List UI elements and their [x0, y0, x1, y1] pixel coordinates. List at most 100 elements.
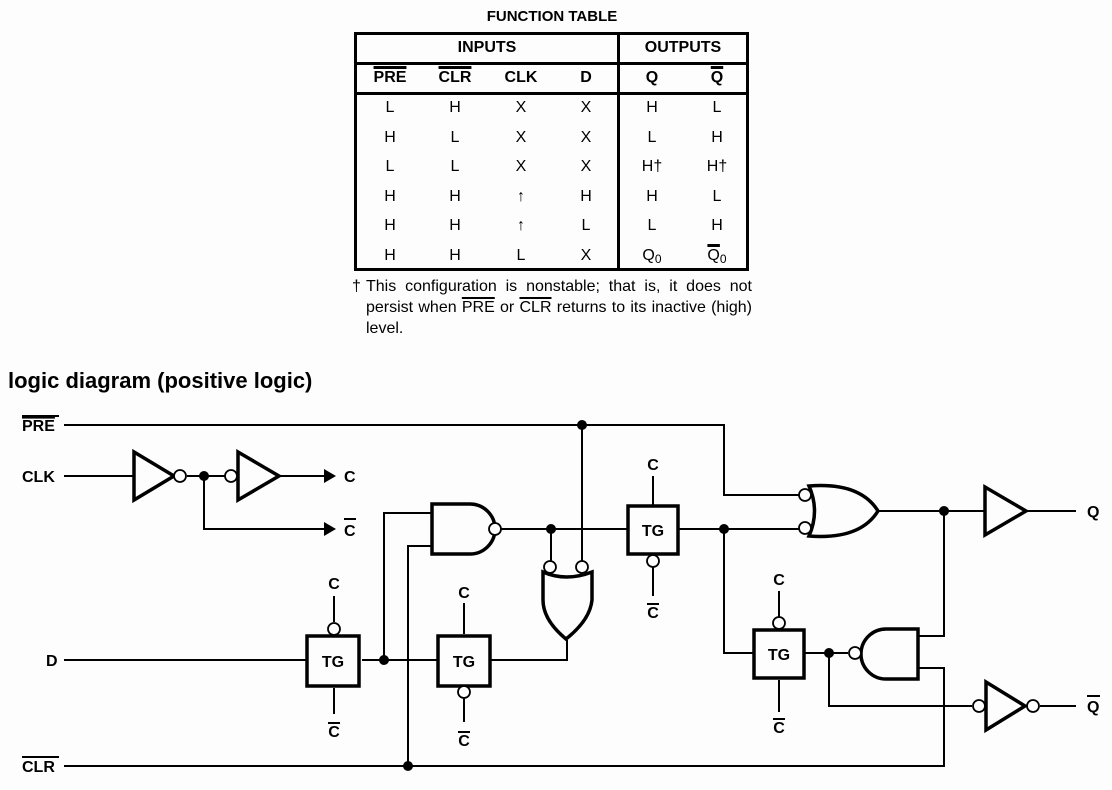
clk-inv-bubble — [173, 469, 187, 483]
nand1-bubble — [488, 522, 502, 536]
column-header: D — [580, 69, 592, 86]
inputs-group-header: INPUTS — [457, 39, 517, 56]
overbar — [22, 756, 59, 758]
table-cell: Q0 — [707, 247, 727, 266]
q-feedback-wire — [918, 511, 945, 637]
tg4-box — [752, 628, 806, 680]
table-cell: L — [385, 99, 395, 116]
overbar — [773, 718, 785, 720]
q-out-label: Q — [1087, 504, 1099, 521]
table-cell: L — [516, 247, 526, 264]
nor-in2-bubble — [575, 560, 589, 574]
junction-dot — [199, 471, 209, 481]
cbar-arrowhead-icon — [324, 522, 336, 536]
overbar — [328, 722, 340, 724]
overbar — [1087, 695, 1100, 697]
table-cell: H† — [641, 158, 663, 176]
footnote-part2: returns to its inactive (high) level. — [366, 299, 752, 337]
clk-buffer-gate — [236, 448, 283, 504]
overbar — [458, 731, 470, 733]
or-gate — [806, 483, 881, 539]
tg4-c-label: C — [773, 572, 785, 589]
column-header: Q — [710, 69, 724, 86]
table-divider — [617, 35, 620, 268]
q-buffer-gate — [983, 483, 1030, 539]
footnote-clr: CLR — [519, 299, 552, 316]
nand2-gate — [859, 627, 920, 681]
pre-wire — [64, 424, 800, 496]
nand1-in1-wire — [383, 512, 432, 660]
table-cell: H — [384, 217, 396, 235]
junction-dot — [403, 761, 413, 771]
junction-dot — [546, 524, 556, 534]
junction-dot — [939, 506, 949, 516]
table-cell: H — [384, 128, 396, 146]
cbar-out-wire — [203, 476, 324, 530]
table-cell: H — [711, 217, 723, 235]
tg4-label: TG — [768, 647, 790, 664]
table-cell: ↑ — [517, 187, 525, 205]
clr-label: CLR — [22, 759, 55, 776]
overbar — [647, 603, 659, 605]
d-label: D — [46, 653, 58, 670]
nor-in1-bubble — [543, 560, 557, 574]
qbar-inv-in-bubble — [972, 699, 986, 713]
overbar — [344, 518, 356, 520]
nand2-in-bubble — [848, 646, 862, 660]
table-divider — [357, 62, 746, 65]
tg2-cbar-label: C — [458, 733, 470, 750]
junction-dot — [577, 420, 587, 430]
table-cell: L — [385, 158, 395, 176]
table-cell: X — [580, 128, 592, 146]
dagger-mark: † — [352, 278, 361, 295]
table-cell: H — [449, 247, 461, 264]
tg1-c-bubble — [327, 622, 341, 636]
c-arrowhead-icon — [324, 469, 336, 483]
tg1-label: TG — [322, 654, 344, 671]
table-cell: X — [580, 247, 592, 264]
table-cell: Q0 — [642, 247, 662, 266]
table-cell: H† — [706, 158, 728, 176]
function-table-title: FUNCTION TABLE — [486, 8, 618, 25]
junction-dot — [824, 648, 834, 658]
table-cell: L — [712, 187, 722, 205]
clk-label: CLK — [22, 469, 55, 486]
table-footnote: † This configuration is nonstable; that … — [352, 276, 752, 339]
table-cell: H — [646, 187, 658, 205]
footnote-or: or — [494, 299, 520, 316]
tg3-cbar-label: C — [647, 605, 659, 622]
tg1-c-label: C — [328, 576, 340, 593]
table-divider — [357, 92, 746, 95]
qbar-out-label: Q — [1087, 699, 1099, 716]
junction-dot — [379, 655, 389, 665]
table-cell: H — [384, 187, 396, 205]
tg1-cbar-label: C — [328, 724, 340, 741]
table-cell: L — [450, 158, 460, 176]
table-cell: H — [711, 128, 723, 146]
tg2-c-label: C — [458, 585, 470, 602]
table-cell: H — [646, 99, 658, 116]
table-cell: H — [384, 247, 396, 264]
cbar-out-label: C — [344, 523, 356, 540]
table-cell: X — [515, 128, 527, 146]
clr-wire — [64, 667, 945, 767]
tg3-cbar-bubble — [646, 554, 660, 568]
diagram-title: logic diagram (positive logic) — [8, 368, 313, 393]
table-cell: X — [515, 158, 527, 176]
tg3-branch-wire — [723, 529, 754, 654]
or-in2-bubble — [798, 521, 812, 535]
table-cell: H — [449, 217, 461, 235]
footnote-pre: PRE — [461, 299, 495, 316]
tg1-box — [305, 634, 361, 688]
column-header: PRE — [373, 69, 407, 86]
junction-dot — [719, 524, 729, 534]
pre-label: PRE — [22, 418, 55, 435]
outputs-group-header: OUTPUTS — [644, 39, 722, 56]
table-cell: H — [449, 99, 461, 116]
footnote-part1: This configuration is nonstable; that is… — [366, 278, 752, 316]
column-header: CLR — [438, 69, 472, 86]
or-in1-bubble — [798, 488, 812, 502]
column-header: CLK — [504, 69, 538, 86]
